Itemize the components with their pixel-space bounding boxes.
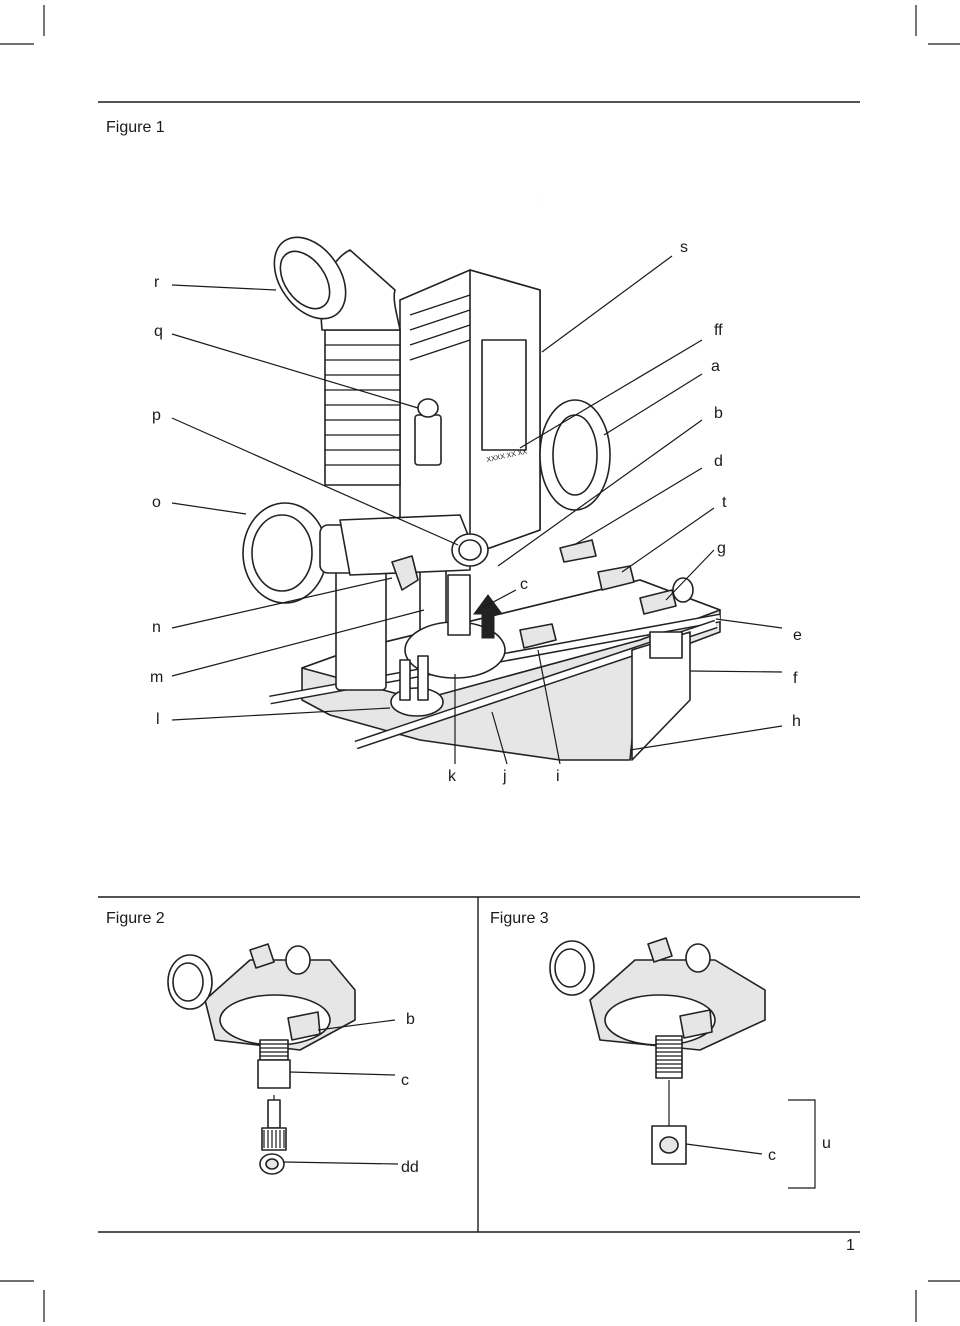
label-d: d [714, 453, 723, 470]
label-b: b [714, 405, 723, 422]
figure3-labels: c u [768, 1135, 831, 1164]
label-i: i [556, 768, 560, 785]
fig2-label-b: b [406, 1011, 415, 1028]
label-h: h [792, 713, 801, 730]
figure1-title: Figure 1 [106, 119, 165, 136]
figure2-title: Figure 2 [106, 910, 165, 927]
label-ff: ff [714, 322, 723, 339]
figure1-labels: r q p o n m l s ff a b d t g c e f h k j… [150, 239, 802, 785]
label-c: c [520, 576, 528, 593]
label-t: t [722, 494, 727, 511]
label-n: n [152, 619, 161, 636]
label-r: r [154, 274, 160, 291]
figure2-illustration [167, 943, 356, 1175]
figure3-title: Figure 3 [490, 910, 549, 927]
page-number: 1 [846, 1237, 855, 1254]
label-k: k [448, 768, 457, 785]
label-q: q [154, 323, 163, 340]
label-a: a [711, 358, 720, 375]
router-illustration: XXXX XX XX [242, 197, 721, 761]
label-e: e [793, 627, 802, 644]
figure3-leader-lines [685, 1099, 816, 1189]
figure2-labels: b c dd [401, 1011, 419, 1176]
figure1-leader-lines [171, 255, 783, 765]
figure2-leader-lines [283, 1019, 399, 1165]
fig3-label-u: u [822, 1135, 831, 1152]
label-s: s [680, 239, 688, 256]
label-g: g [717, 540, 726, 557]
fig2-label-dd: dd [401, 1159, 419, 1176]
figure3-illustration [549, 937, 766, 1165]
label-j: j [502, 768, 507, 785]
label-p: p [152, 407, 161, 424]
label-o: o [152, 494, 161, 511]
label-m: m [150, 669, 163, 686]
crop-marks [0, 5, 960, 1322]
label-l: l [156, 711, 160, 728]
label-f: f [793, 670, 798, 687]
fig2-label-c: c [401, 1072, 409, 1089]
fig3-label-c: c [768, 1147, 776, 1164]
